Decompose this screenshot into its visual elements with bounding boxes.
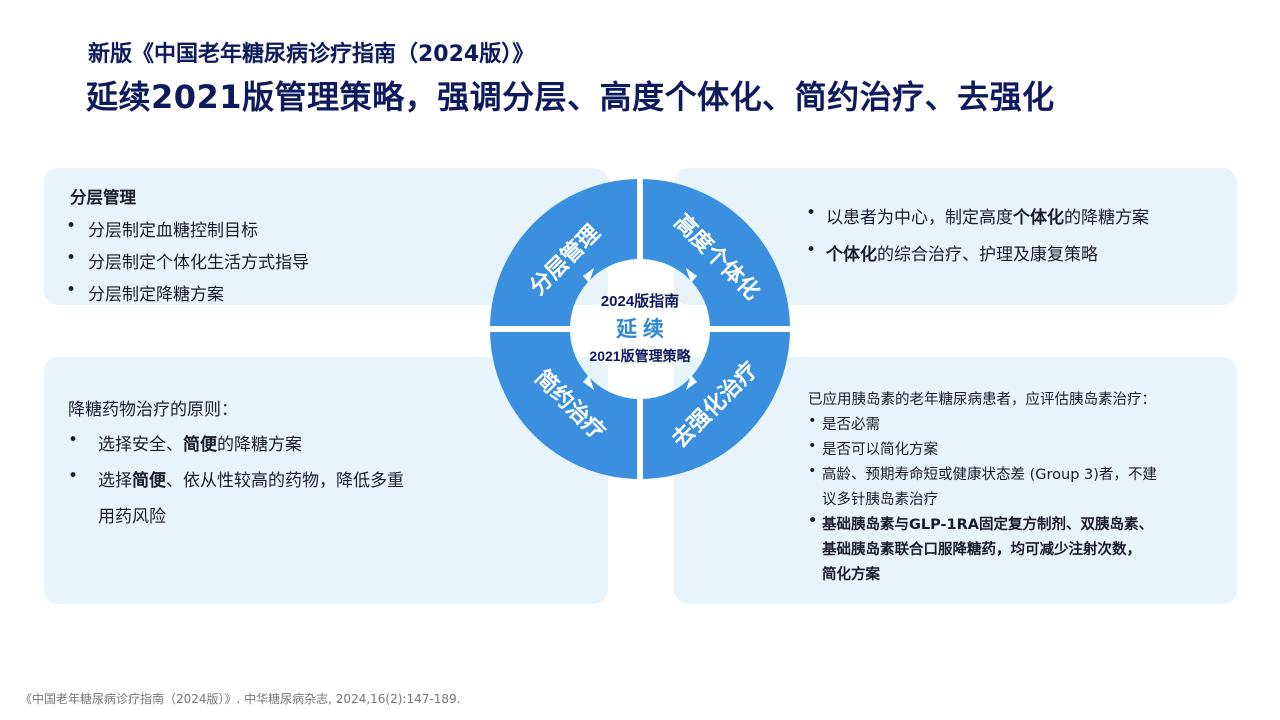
- list-item-continuation: 议多针胰岛素治疗: [822, 492, 938, 508]
- segment-deintensify: [643, 332, 790, 479]
- bullet-dot: •: [66, 216, 77, 236]
- bullet-dot: •: [808, 513, 818, 529]
- bullet-dot: •: [806, 240, 817, 260]
- bullet-dot: •: [806, 203, 817, 223]
- bullet-dot: •: [68, 430, 79, 450]
- list-item-bold: 基础胰岛素联合口服降糖药，均可减少注射次数，: [822, 542, 1141, 558]
- center-label-strategy: 2021版管理策略: [589, 348, 691, 364]
- bullet-dot: •: [66, 248, 77, 268]
- center-label-guide: 2024版指南: [601, 292, 679, 310]
- list-item-continuation: 用药风险: [98, 507, 166, 527]
- list-item: 选择安全、简便的降糖方案: [98, 435, 302, 455]
- list-item: 个体化的综合治疗、护理及康复策略: [826, 245, 1098, 265]
- bullet-dot: •: [808, 463, 817, 479]
- list-item-bold: 基础胰岛素与GLP-1RA固定复方制剂、双胰岛素、: [822, 517, 1154, 533]
- center-label-continue: 延 续: [615, 317, 664, 341]
- list-item: 分层制定降糖方案: [88, 285, 224, 305]
- segment-individualized: [643, 179, 790, 326]
- page-title: 延续2021版管理策略，强调分层、高度个体化、简约治疗、去强化: [86, 78, 1055, 116]
- arrow-icons: [583, 268, 697, 390]
- page-subtitle: 新版《中国老年糖尿病诊疗指南（2024版）》: [88, 42, 535, 67]
- arrow-icon: [686, 268, 697, 283]
- bullet-dot: •: [808, 413, 817, 429]
- cycle-segments: [490, 179, 790, 479]
- segment-stratified: [490, 179, 637, 326]
- panel-heading: 分层管理: [70, 188, 136, 207]
- segment-simplified: [490, 332, 637, 479]
- arrow-icon: [686, 375, 697, 390]
- list-item: 分层制定个体化生活方式指导: [88, 253, 309, 273]
- panel-intro: 降糖药物治疗的原则：: [68, 400, 238, 420]
- bullet-dot: •: [808, 438, 817, 454]
- list-item: 是否必需: [822, 417, 880, 433]
- list-item: 以患者为中心，制定高度个体化的降糖方案: [826, 208, 1149, 228]
- reference-footnote: 《中国老年糖尿病诊疗指南（2024版）》. 中华糖尿病杂志, 2024,16(2…: [20, 692, 461, 706]
- list-item: 选择简便、依从性较高的药物，降低多重: [98, 471, 404, 491]
- list-item: 高龄、预期寿命短或健康状态差 (Group 3)者，不建: [822, 467, 1157, 483]
- list-item: 是否可以简化方案: [822, 442, 938, 458]
- list-item: 分层制定血糖控制目标: [88, 221, 258, 241]
- arrow-icon: [583, 268, 594, 283]
- list-item-bold: 简化方案: [822, 567, 880, 583]
- arrow-icon: [583, 375, 594, 390]
- panel-intro: 已应用胰岛素的老年糖尿病患者，应评估胰岛素治疗：: [808, 392, 1156, 408]
- bullet-dot: •: [68, 466, 79, 486]
- bullet-dot: •: [66, 280, 77, 300]
